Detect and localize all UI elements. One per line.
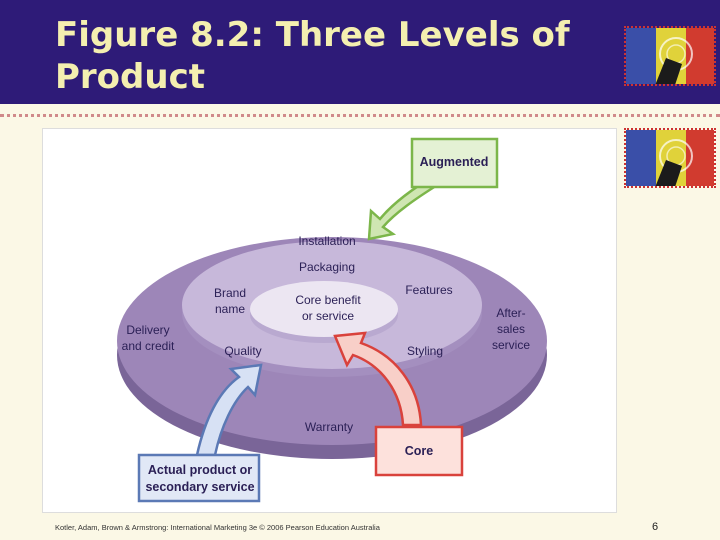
page-title: Figure 8.2: Three Levels of Product xyxy=(55,15,570,97)
delivery-label-line-1: Delivery xyxy=(126,323,169,337)
quality-label: Quality xyxy=(224,344,261,358)
brand-name-label-line-1: Brand xyxy=(214,286,246,300)
actual-product-arrow xyxy=(195,363,263,457)
divider-line xyxy=(0,114,720,117)
title-bar: Figure 8.2: Three Levels of Product xyxy=(0,0,720,104)
decorative-thumbnail-image xyxy=(624,26,716,86)
three-levels-diagram: Core benefit or service Packaging Brand … xyxy=(42,128,617,513)
core-callout-label: Core xyxy=(405,444,434,458)
page-number: 6 xyxy=(652,521,659,533)
brand-name-label-line-2: name xyxy=(215,302,245,316)
actual-product-callout-line-2: secondary service xyxy=(145,480,254,494)
core-text-line-1: Core benefit xyxy=(295,293,361,307)
warranty-label: Warranty xyxy=(305,420,353,434)
after-sales-label-line-1: After- xyxy=(496,306,525,320)
after-sales-label-line-2: sales xyxy=(497,322,525,336)
actual-product-callout-box xyxy=(137,453,261,503)
packaging-label: Packaging xyxy=(299,260,355,274)
delivery-label-line-2: and credit xyxy=(122,339,175,353)
features-label: Features xyxy=(405,283,452,297)
decorative-thumbnail-image xyxy=(624,128,716,188)
augmented-callout-box xyxy=(410,137,499,189)
augmented-callout-label: Augmented xyxy=(420,155,489,169)
after-sales-label-line-3: service xyxy=(492,338,530,352)
core-benefit-ellipse xyxy=(250,281,398,337)
core-arrow xyxy=(333,331,423,427)
core-callout-box xyxy=(374,425,464,477)
styling-label: Styling xyxy=(407,344,443,358)
footer-citation: Kotler, Adam, Brown & Armstrong: Interna… xyxy=(55,523,380,532)
actual-product-callout-line-1: Actual product or xyxy=(148,463,252,477)
core-text-line-2: or service xyxy=(302,309,354,323)
installation-label: Installation xyxy=(298,234,355,248)
